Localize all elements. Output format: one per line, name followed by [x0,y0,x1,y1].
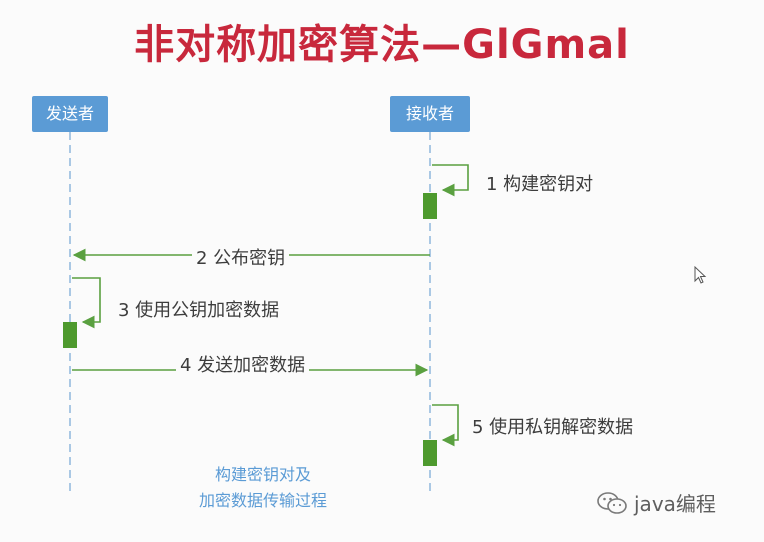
diagram-caption: 构建密钥对及 加密数据传输过程 [148,462,378,514]
diagram-title: 非对称加密算法—GlGmal [134,22,630,68]
actor-receiver-label: 接收者 [405,104,454,123]
activation-3 [63,322,77,348]
activation-1 [423,193,437,219]
step-4-label: 4 发送加密数据 [176,351,310,377]
activation-5 [423,440,437,466]
actor-receiver: 接收者 [390,96,470,132]
actor-sender: 发送者 [32,96,108,132]
caption-line-2: 加密数据传输过程 [198,491,327,510]
watermark-text: java编程 [634,492,716,516]
self-message-5-arrow [432,404,459,447]
watermark: java编程 [596,488,716,517]
step-5-label: 5 使用私钥解密数据 [468,413,638,439]
caption-line-1: 构建密钥对及 [214,465,311,484]
step-3-label: 3 使用公钥加密数据 [114,296,284,322]
self-message-3-arrow [72,277,101,329]
step-1-label: 1 构建密钥对 [482,170,598,196]
step-2-label: 2 公布密钥 [192,244,290,270]
actor-sender-label: 发送者 [45,104,94,123]
wechat-icon [597,491,627,514]
self-message-1-arrow [432,164,469,197]
mouse-cursor-icon [694,266,707,284]
